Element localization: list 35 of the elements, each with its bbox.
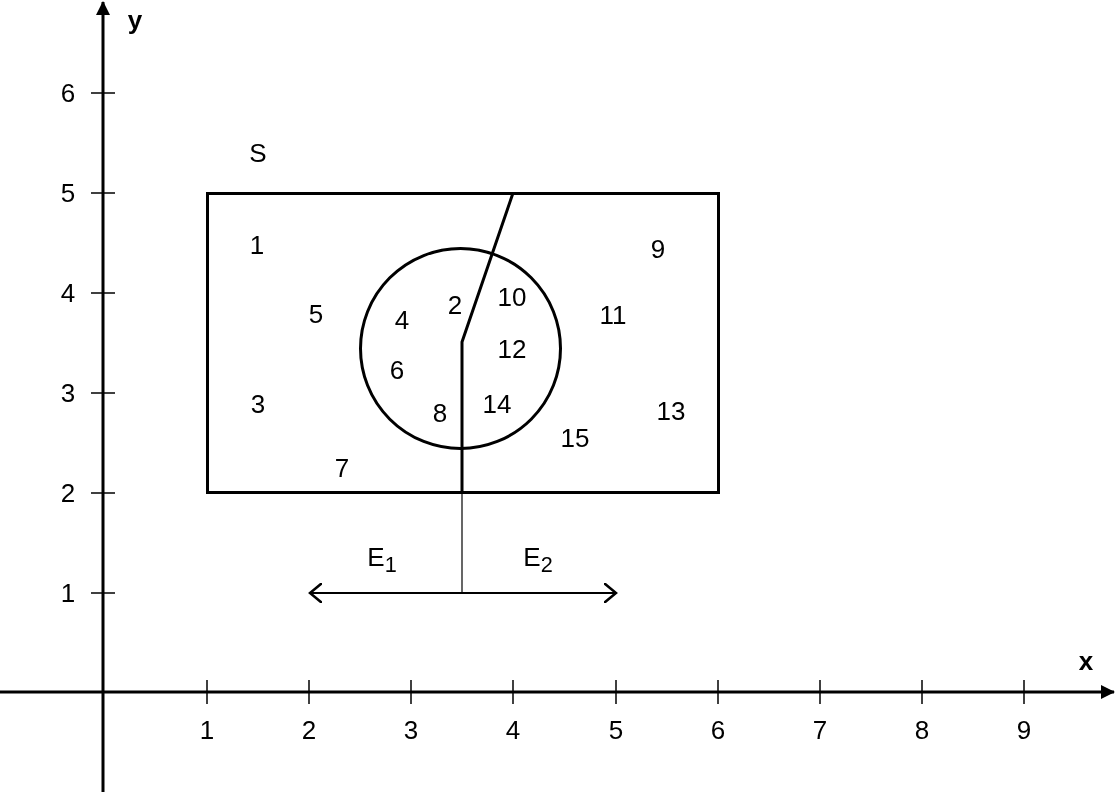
region-number: 2 [447,292,463,318]
region-number: 3 [250,391,266,417]
tick-label: 3 [60,380,76,406]
tick-label: 8 [914,717,930,743]
tick-label: 2 [60,480,76,506]
region-number: 4 [394,307,410,333]
region-number: 8 [432,400,448,426]
axis-label: x [1078,648,1094,674]
tick-label: 3 [403,717,419,743]
region-label: E$_{1}$ [367,544,397,576]
tick-label: 1 [199,717,215,743]
tick-label: 2 [301,717,317,743]
region-number: 10 [497,284,527,310]
tick-label: 6 [710,717,726,743]
region-number: 14 [482,391,512,417]
axis-label: y [127,7,143,33]
tick-label: 5 [608,717,624,743]
region-number: 9 [650,236,666,262]
tick-label: 6 [60,80,76,106]
region-number: 6 [389,357,405,383]
region-number: 1 [249,232,265,258]
region-number: 12 [497,336,527,362]
tick-label: 5 [60,180,76,206]
region-label: E$_{2}$ [523,544,553,576]
tick-label: 4 [60,280,76,306]
region-number: 7 [334,455,350,481]
tick-label: 1 [60,580,76,606]
tick-label: 4 [505,717,521,743]
set-label: S [249,139,267,166]
region-number: 15 [560,425,590,451]
tick-label: 9 [1016,717,1032,743]
tick-label: 7 [812,717,828,743]
region-number: 5 [308,301,324,327]
region-number: 11 [599,302,627,328]
region-number: 13 [656,398,686,424]
